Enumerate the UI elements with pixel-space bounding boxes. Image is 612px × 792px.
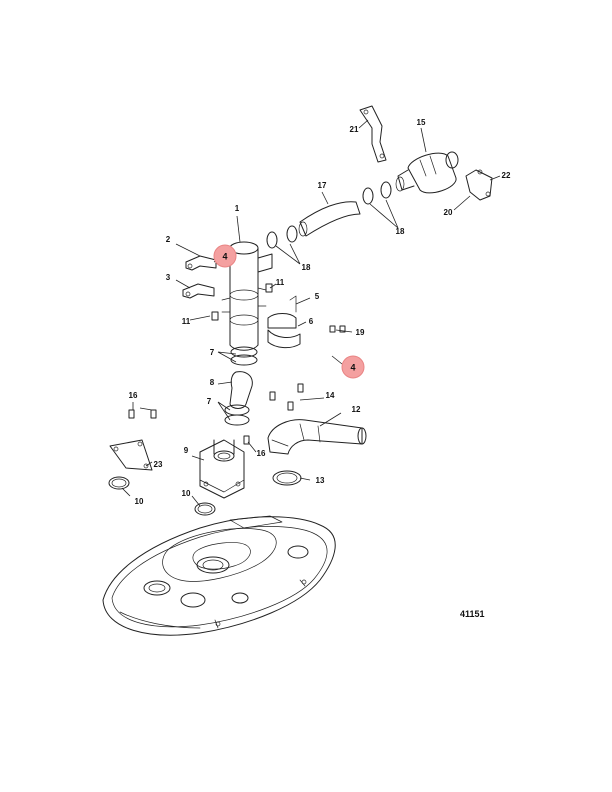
- callout-11a: 11: [182, 317, 191, 326]
- callout-19: 19: [356, 328, 365, 337]
- highlight-callout-4-lower[interactable]: 4: [341, 355, 365, 379]
- upper-hose-clamp: [230, 346, 258, 366]
- exhaust-outlet: [199, 439, 245, 499]
- highlight-label: 4: [222, 251, 227, 261]
- callout-labels: 1 2 3 5 6 7 7 8 9 10 10 11 11 12 13 14 1…: [129, 118, 511, 506]
- cover-plate: [109, 439, 153, 471]
- hose-clamps-right: [362, 181, 392, 205]
- clamp-bracket: [267, 295, 301, 349]
- callout-10a: 10: [135, 497, 144, 506]
- callout-8: 8: [210, 378, 215, 387]
- bolt-set: [269, 383, 304, 411]
- highlight-callout-4-upper[interactable]: 4: [213, 244, 237, 268]
- exhaust-riser: [221, 241, 273, 351]
- highlight-label: 4: [350, 362, 355, 372]
- callout-14: 14: [326, 391, 335, 400]
- callout-1: 1: [235, 204, 240, 213]
- upper-bracket: [185, 255, 217, 271]
- callout-22: 22: [502, 171, 511, 180]
- mounting-bracket: [359, 105, 387, 163]
- callout-9: 9: [184, 446, 189, 455]
- callout-5: 5: [315, 292, 320, 301]
- callout-7a: 7: [210, 348, 215, 357]
- water-hose: [298, 201, 361, 237]
- bolt-right: [265, 283, 273, 293]
- flange-gasket: [272, 470, 302, 486]
- hose-clamps-left: [266, 225, 298, 249]
- callout-3: 3: [166, 273, 171, 282]
- o-ring-bottom: [194, 502, 216, 516]
- bolts-left: [128, 409, 157, 419]
- bolt-left: [211, 311, 219, 321]
- callout-23: 23: [154, 460, 163, 469]
- highlight-marker: [213, 244, 237, 268]
- exhaust-hose: [229, 371, 253, 409]
- callout-17: 17: [318, 181, 327, 190]
- callout-16a: 16: [129, 391, 138, 400]
- callout-15: 15: [417, 118, 426, 127]
- bolts-center: [243, 435, 250, 445]
- exhaust-pipe: [267, 419, 367, 455]
- callout-21: 21: [350, 125, 359, 134]
- leader-lines: [121, 119, 501, 507]
- callout-13: 13: [316, 476, 325, 485]
- water-separator: [395, 151, 459, 194]
- callout-20: 20: [444, 208, 453, 217]
- screws-right: [329, 325, 346, 333]
- engine-base-plate: [102, 515, 336, 636]
- lower-hose-clamp: [224, 404, 250, 426]
- highlight-marker: [341, 355, 365, 379]
- callout-2: 2: [166, 235, 171, 244]
- lower-bracket: [182, 283, 215, 299]
- callout-18b: 18: [396, 227, 405, 236]
- figure-number: 41151: [460, 609, 485, 619]
- callout-6: 6: [309, 317, 314, 326]
- separator-bracket: [465, 169, 493, 201]
- callout-7b: 7: [207, 397, 212, 406]
- callout-16b: 16: [257, 449, 266, 458]
- o-ring-left: [108, 476, 130, 490]
- callout-10b: 10: [182, 489, 191, 498]
- callout-12: 12: [352, 405, 361, 414]
- callout-18a: 18: [302, 263, 311, 272]
- callout-11b: 11: [276, 278, 285, 287]
